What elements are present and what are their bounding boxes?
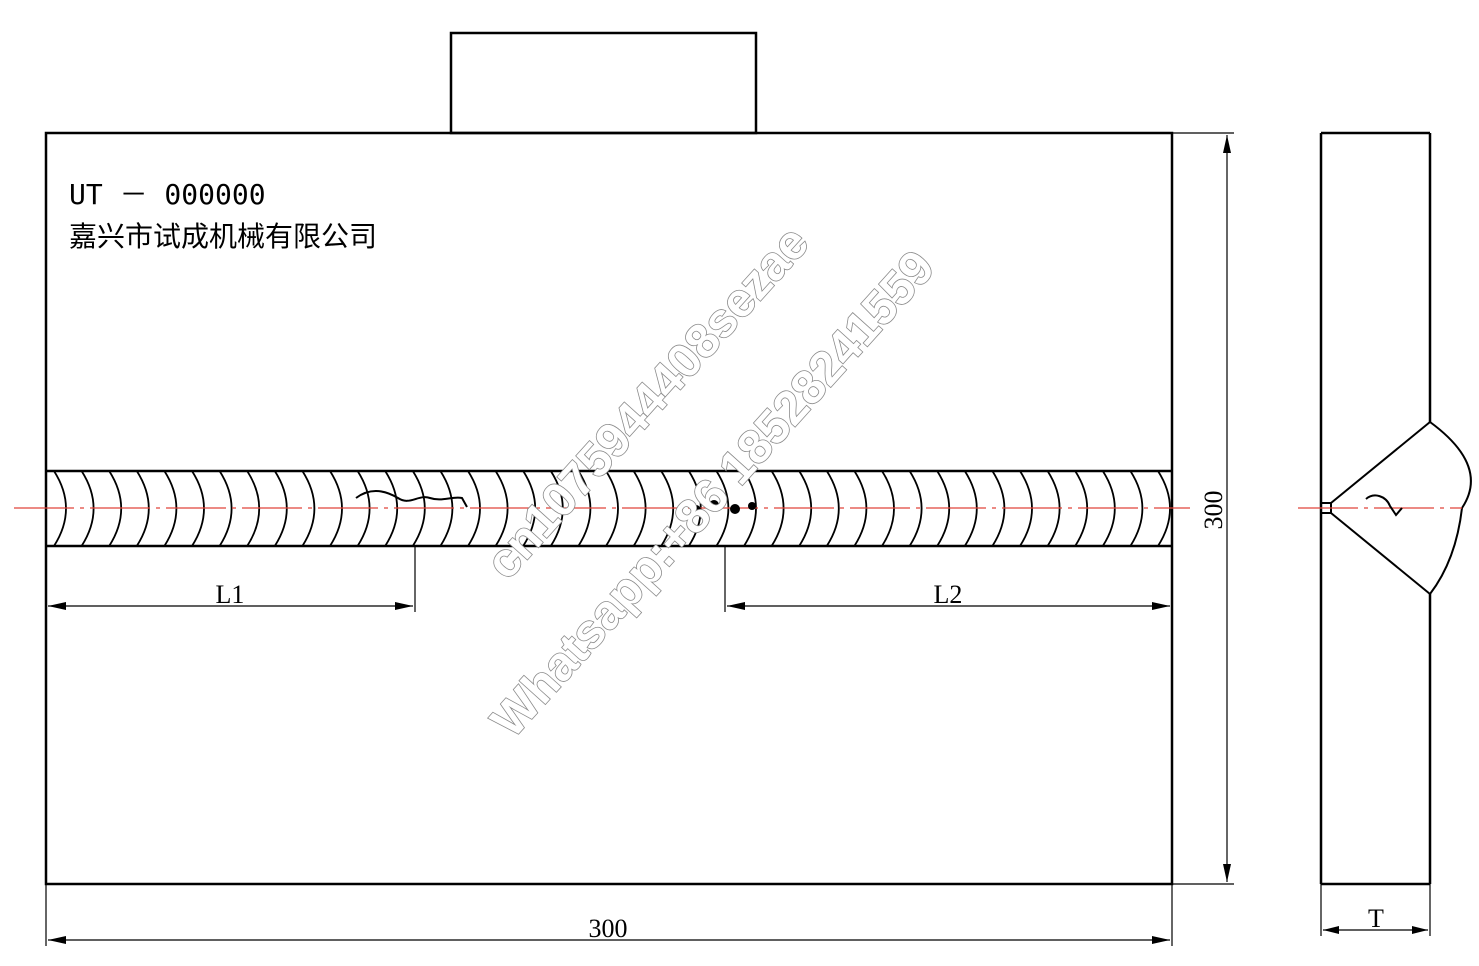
company-name: 嘉兴市试成机械有限公司 (69, 220, 377, 253)
arrow-up (1223, 135, 1231, 153)
dimension-width: 300 (45, 884, 1173, 946)
dimension-l2: L2 (727, 580, 1170, 610)
pore (748, 502, 756, 510)
pore (730, 504, 740, 514)
weld-ripple (1129, 470, 1144, 547)
pore (691, 505, 701, 515)
groove-bevel-bottom (1330, 512, 1431, 595)
dimension-l1: L1 (48, 580, 413, 610)
weld-ripple (522, 470, 537, 547)
arrow-right (1412, 926, 1428, 934)
pore (709, 500, 719, 510)
weld-ripple (301, 470, 316, 547)
plate-code: UT － 000000 (69, 178, 266, 211)
crack-defect-side (1365, 494, 1403, 517)
side-view (1298, 131, 1472, 886)
thickness-label: T (1368, 904, 1384, 933)
weld-ripple (826, 470, 840, 547)
arrow-left (48, 936, 66, 944)
width-label: 300 (589, 914, 628, 943)
porosity-cluster (691, 500, 756, 515)
dimension-thickness: T (1320, 884, 1431, 936)
arrow-left (48, 602, 66, 610)
arrow-right (1152, 602, 1170, 610)
dimension-height: 300 (1172, 132, 1234, 885)
l2-label: L2 (934, 580, 963, 609)
crack-defect-front (355, 490, 468, 508)
arrow-left (727, 602, 745, 610)
watermark: cn1075944408sezae Whatsapp:+86 185282415… (475, 216, 946, 749)
height-label: 300 (1199, 491, 1228, 530)
weld-ripple (908, 470, 923, 547)
weld-ripple (218, 470, 233, 547)
arrow-right (395, 602, 413, 610)
groove-bevel-top (1330, 421, 1431, 504)
weld-cap-arc (1429, 421, 1472, 595)
arrow-right (1152, 936, 1170, 944)
arrow-down (1223, 864, 1231, 882)
plate-tab (449, 31, 758, 135)
arrow-left (1323, 926, 1339, 934)
l1-label: L1 (216, 580, 245, 609)
weld-ripple (605, 470, 619, 547)
